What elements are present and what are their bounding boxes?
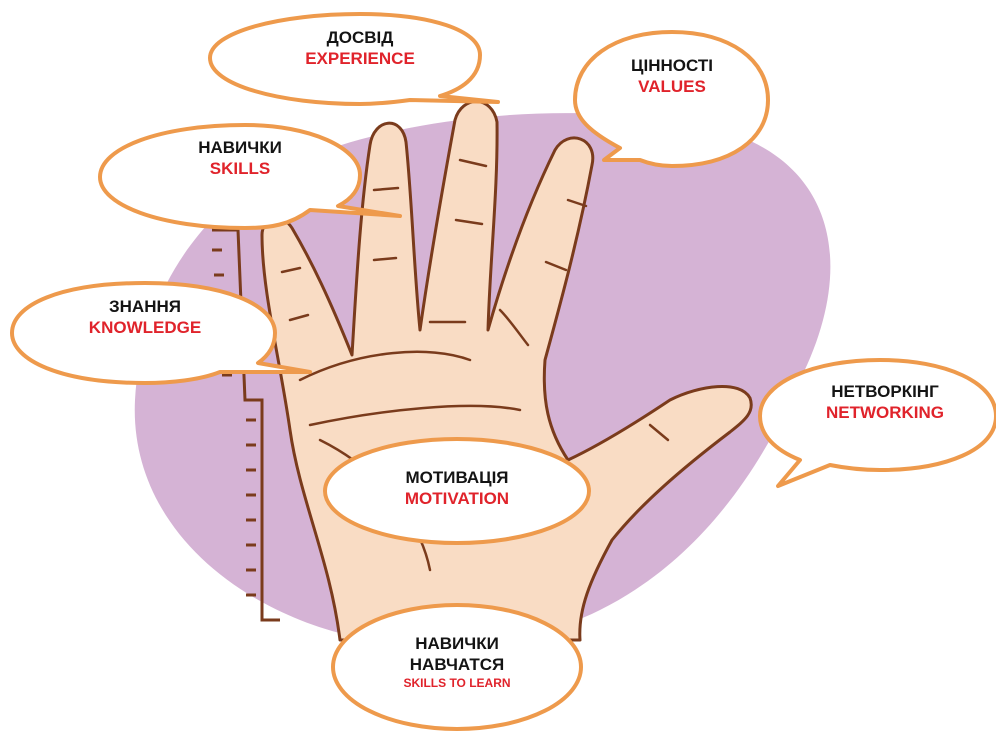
- label-skills-to-learn: НАВИЧКИ НАВЧАТСЯ SKILLS TO LEARN: [357, 633, 557, 691]
- skills-en-text: SKILLS: [150, 158, 330, 179]
- knowledge-ua-text: ЗНАННЯ: [55, 296, 235, 317]
- experience-en-text: EXPERIENCE: [260, 48, 460, 69]
- skills-to-learn-ua-line1: НАВИЧКИ: [357, 633, 557, 654]
- label-networking: НЕТВОРКІНГ NETWORKING: [790, 381, 980, 424]
- values-ua-text: ЦІННОСТІ: [592, 55, 752, 76]
- skills-to-learn-en-text: SKILLS TO LEARN: [357, 676, 557, 691]
- motivation-en-text: MOTIVATION: [357, 488, 557, 509]
- knowledge-en-text: KNOWLEDGE: [55, 317, 235, 338]
- label-knowledge: ЗНАННЯ KNOWLEDGE: [55, 296, 235, 339]
- skills-to-learn-ua-line2: НАВЧАТСЯ: [357, 654, 557, 675]
- values-en-text: VALUES: [592, 76, 752, 97]
- skills-ua-text: НАВИЧКИ: [150, 137, 330, 158]
- networking-en-text: NETWORKING: [790, 402, 980, 423]
- networking-ua-text: НЕТВОРКІНГ: [790, 381, 980, 402]
- label-experience: ДОСВІД EXPERIENCE: [260, 27, 460, 70]
- label-skills: НАВИЧКИ SKILLS: [150, 137, 330, 180]
- motivation-ua-text: МОТИВАЦІЯ: [357, 467, 557, 488]
- label-values: ЦІННОСТІ VALUES: [592, 55, 752, 98]
- label-motivation: МОТИВАЦІЯ MOTIVATION: [357, 467, 557, 510]
- experience-ua-text: ДОСВІД: [260, 27, 460, 48]
